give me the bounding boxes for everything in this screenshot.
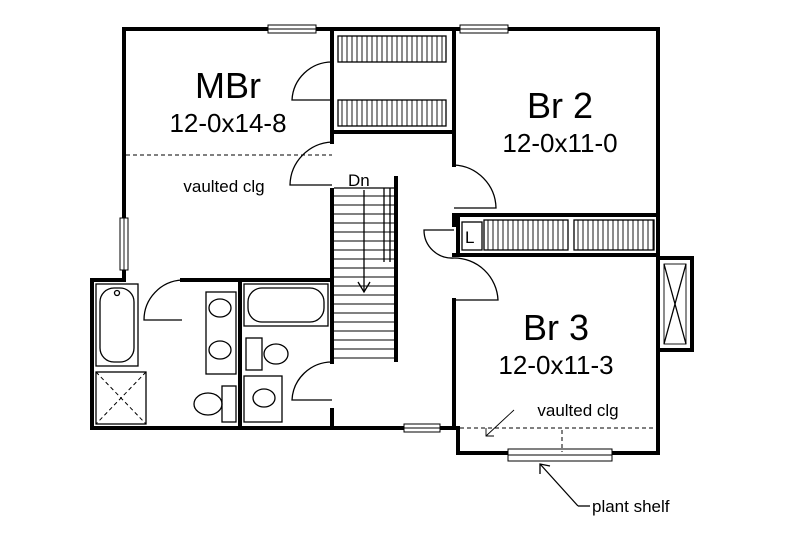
plant-shelf-leader	[539, 463, 590, 507]
room-labels: MBr 12-0x14-8 vaulted clg Br 2 12-0x11-0…	[169, 65, 669, 516]
doors	[143, 61, 499, 401]
staircase: Dn	[334, 171, 396, 359]
bedroom2-size: 12-0x11-0	[502, 128, 617, 158]
stair-label: Dn	[348, 171, 370, 190]
interior-walls	[180, 27, 660, 430]
ceiling-lines	[126, 154, 656, 452]
linen-closet: L	[461, 221, 483, 251]
master-bedroom-size: 12-0x14-8	[169, 108, 286, 138]
plant-shelf-label: plant shelf	[592, 497, 670, 516]
master-bedroom-note: vaulted clg	[183, 177, 264, 196]
bath-fixtures	[95, 283, 329, 425]
bedroom3-size: 12-0x11-3	[498, 350, 613, 380]
bedroom3-name: Br 3	[523, 307, 589, 348]
closets	[337, 35, 655, 251]
bedroom3-note: vaulted clg	[537, 401, 618, 420]
windows	[119, 24, 694, 462]
bedroom2-name: Br 2	[527, 85, 593, 126]
linen-label: L	[465, 228, 474, 247]
exterior-walls	[90, 27, 660, 455]
master-bedroom-name: MBr	[195, 65, 261, 106]
